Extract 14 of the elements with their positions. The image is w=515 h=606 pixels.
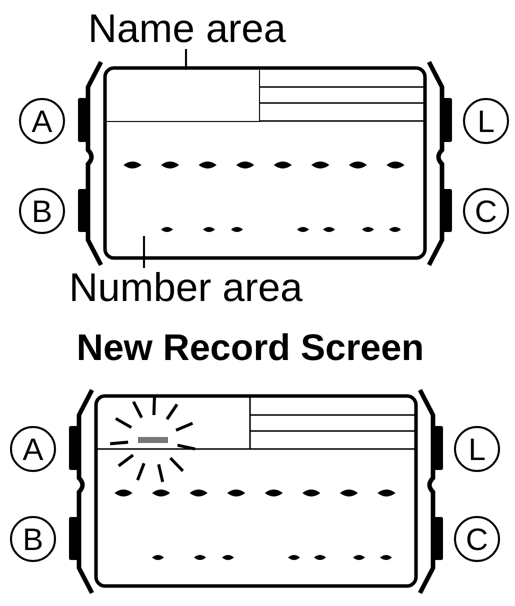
button-letter: B bbox=[10, 516, 56, 562]
screen-heading: New Record Screen bbox=[76, 328, 424, 366]
button-letter: C bbox=[454, 516, 500, 562]
button-letter: A bbox=[19, 98, 65, 144]
button-letter: A bbox=[10, 426, 56, 472]
button-letter: L bbox=[454, 426, 500, 472]
button-letter: C bbox=[463, 188, 509, 234]
button-letter: B bbox=[19, 188, 65, 234]
leader-line bbox=[143, 236, 145, 268]
leader-line bbox=[185, 49, 187, 70]
callout-label: Number area bbox=[69, 268, 302, 308]
button-letter: L bbox=[463, 98, 509, 144]
callout-label: Name area bbox=[88, 9, 286, 49]
display-section bbox=[106, 70, 260, 122]
